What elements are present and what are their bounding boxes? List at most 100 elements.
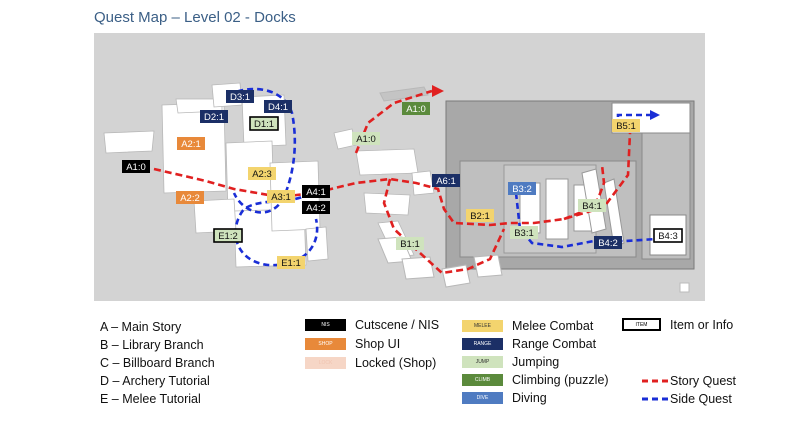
- quest-key-a: A – Main Story: [100, 320, 182, 334]
- map-label-a1-0: A1:0: [122, 160, 150, 173]
- map-label-box: [249, 116, 279, 131]
- page-title: Quest Map – Level 02 - Docks: [94, 9, 296, 26]
- map-label-text: A3:1: [271, 192, 291, 203]
- quest-key-b: B – Library Branch: [100, 338, 204, 352]
- map-label-text: A4:1: [306, 187, 326, 198]
- map-label-b4-2: B4:2: [594, 236, 622, 249]
- map-label-text: D1:1: [254, 119, 274, 130]
- map-label-a6-1: A6:1: [432, 174, 460, 187]
- map-label-b4-3: B4:3: [653, 228, 683, 243]
- map-label-b2-1: B2:1: [466, 209, 494, 222]
- map-label-box: [508, 182, 536, 195]
- swatch-nis: NIS: [305, 319, 346, 331]
- map-label-a2-1: A2:1: [177, 137, 205, 150]
- map-label-box: [612, 119, 640, 132]
- map-label-d1-1: D1:1: [249, 116, 279, 131]
- dock-warehouse: [445, 100, 695, 270]
- legend-dive-label: Diving: [512, 391, 547, 405]
- side-quest-path-b: [514, 192, 657, 249]
- swatch-range: RANGE: [462, 338, 503, 350]
- legend-melee-label: Melee Combat: [512, 319, 594, 333]
- side-arrow-head: [650, 110, 660, 120]
- map-label-box: [277, 256, 305, 269]
- quest-key-e: E – Melee Tutorial: [100, 392, 201, 406]
- map-label-box: [302, 201, 330, 214]
- map-label-b3-2: B3:2: [508, 182, 536, 195]
- map-label-b5-1: B5:1: [612, 119, 640, 132]
- legend-locked-label: Locked (Shop): [355, 356, 437, 370]
- map-label-text: B4:2: [598, 238, 618, 249]
- map-label-a3-1: A3:1: [267, 190, 295, 203]
- map-label-box: [226, 90, 254, 103]
- map-label-b4-1: B4:1: [578, 199, 606, 212]
- map-label-box: [653, 228, 683, 243]
- map-label-text: B3:1: [514, 228, 534, 239]
- swatch-dive: DIVE: [462, 392, 503, 404]
- map-label-a4-2: A4:2: [302, 201, 330, 214]
- map-label-box: [396, 237, 424, 250]
- map-label-text: E1:2: [218, 231, 238, 242]
- swatch-locked: LOCK: [305, 357, 346, 369]
- map-label-text: A4:2: [306, 203, 326, 214]
- legend-item-label: Item or Info: [670, 318, 734, 332]
- map-label-text: E1:1: [281, 258, 301, 269]
- map-label-text: B5:1: [616, 121, 636, 132]
- map-label-text: A2:3: [252, 169, 272, 180]
- map-label-text: B3:2: [512, 184, 532, 195]
- quest-key-d: D – Archery Tutorial: [100, 374, 210, 388]
- quest-key-c: C – Billboard Branch: [100, 356, 215, 370]
- legend-jump-label: Jumping: [512, 355, 560, 369]
- map-label-text: A1:0: [126, 162, 146, 173]
- map-label-text: B4:3: [658, 231, 678, 242]
- map-label-text: B2:1: [470, 211, 490, 222]
- swatch-shop: SHOP: [305, 338, 346, 350]
- map-label-box: [352, 132, 380, 145]
- map-label-a1-0: A1:0: [402, 102, 430, 115]
- map-label-box: [432, 174, 460, 187]
- map-label-box: [302, 185, 330, 198]
- map-label-d2-1: D2:1: [200, 110, 228, 123]
- legend-line-samples: [642, 379, 668, 401]
- story-arrow-head: [432, 85, 444, 97]
- map-label-text: B4:1: [582, 201, 602, 212]
- map-label-d3-1: D3:1: [226, 90, 254, 103]
- map-label-a2-2: A2:2: [176, 191, 204, 204]
- map-label-b1-1: B1:1: [396, 237, 424, 250]
- legend-side-label: Side Quest: [670, 392, 732, 406]
- map-label-text: A1:0: [406, 104, 426, 115]
- swatch-climb: CLIMB: [462, 374, 503, 386]
- map-label-text: A2:1: [181, 139, 201, 150]
- story-quest-path-branch-b: [382, 178, 506, 275]
- swatch-item: ITEM: [622, 318, 661, 331]
- legend-shop-label: Shop UI: [355, 337, 401, 351]
- legend-nis-label: Cutscene / NIS: [355, 318, 440, 332]
- map-label-e1-2: E1:2: [213, 228, 243, 243]
- map-label-text: B1:1: [400, 239, 420, 250]
- swatch-melee: MELEE: [462, 320, 503, 332]
- map-label-a4-1: A4:1: [302, 185, 330, 198]
- map-label-text: A2:2: [180, 193, 200, 204]
- map-label-box: [267, 190, 295, 203]
- map-label-text: D4:1: [268, 102, 288, 113]
- map-label-text: D2:1: [204, 112, 224, 123]
- map-label-box: [200, 110, 228, 123]
- map-label-box: [402, 102, 430, 115]
- map-label-text: D3:1: [230, 92, 250, 103]
- map-label-b3-1: B3:1: [510, 226, 538, 239]
- legend-range-label: Range Combat: [512, 337, 597, 351]
- map-label-text: A6:1: [436, 176, 456, 187]
- map-label-box: [466, 209, 494, 222]
- map-label-e1-1: E1:1: [277, 256, 305, 269]
- map-label-a2-3: A2:3: [248, 167, 276, 180]
- legend-climb-label: Climbing (puzzle): [512, 373, 609, 387]
- side-quest-loop-d: [227, 87, 297, 214]
- map-label-box: [248, 167, 276, 180]
- map-label-box: [177, 137, 205, 150]
- map-label-box: [122, 160, 150, 173]
- map-label-d4-1: D4:1: [264, 100, 292, 113]
- legend-story-label: Story Quest: [670, 374, 736, 388]
- map-label-box: [578, 199, 606, 212]
